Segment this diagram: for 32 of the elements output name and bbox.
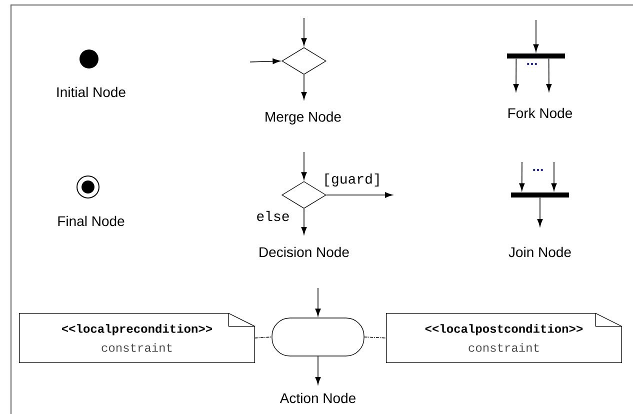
ellipsis: ...: [527, 62, 537, 66]
arrow: [301, 18, 307, 46]
arrow: [326, 192, 393, 198]
node-name: Merge Node: [266, 111, 341, 125]
action-box: [272, 318, 364, 356]
node-name: Decision Node: [260, 246, 349, 258]
node-name: Initial Node: [57, 86, 126, 98]
node-name: Action Node: [280, 392, 356, 404]
arrow: [301, 74, 307, 100]
node-name: Final Node: [58, 216, 124, 226]
arrow: [301, 152, 307, 180]
arrow: [546, 58, 552, 92]
guard-label: else: [255, 210, 291, 222]
note-box: <<localpostcondition>> constraint: [386, 312, 622, 364]
node-name: Join Node: [508, 246, 571, 258]
arrow: [315, 288, 321, 316]
connector-line: [254, 336, 272, 338]
arrow: [519, 162, 525, 191]
arrow: [551, 162, 557, 191]
node-name: Fork Node: [508, 108, 572, 118]
arrow: [315, 356, 321, 385]
arrow: [537, 197, 543, 227]
arrow: [250, 58, 280, 64]
final-bullseye: [76, 176, 100, 198]
ellipsis: ...: [533, 168, 543, 172]
arrow: [533, 20, 539, 52]
guard-label: [guard]: [322, 172, 382, 188]
connector-line: [364, 336, 387, 338]
initial-dot: [80, 50, 98, 68]
arrow: [513, 58, 519, 92]
arrow: [301, 208, 307, 235]
note-box: <<localprecondition>> constraint: [18, 312, 256, 364]
